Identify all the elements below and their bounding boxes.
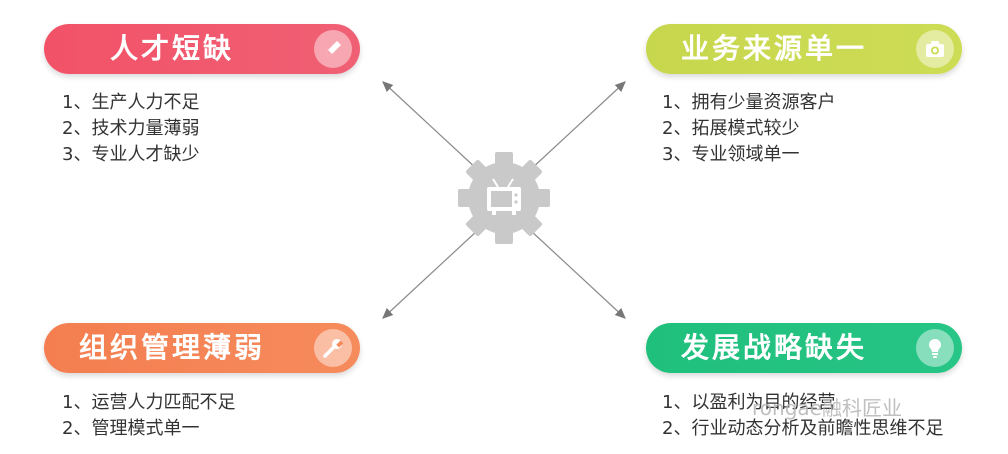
list-item: 1、运营人力匹配不足: [62, 392, 236, 413]
quadrant-items-list: 1、生产人力不足 2、技术力量薄弱 3、专业人才缺少: [62, 90, 199, 168]
quadrant-talent-shortage-header: 人才短缺: [44, 24, 360, 74]
quadrant-title: 组织管理薄弱: [78, 331, 265, 364]
list-item: 1、以盈利为目的经营: [662, 392, 836, 413]
watermark-text: rongae融科匠业: [752, 396, 902, 420]
list-item: 3、专业领域单一: [662, 144, 800, 165]
quadrant-weak-management-header: 组织管理薄弱: [44, 323, 360, 373]
pencil-icon: [314, 30, 352, 68]
camera-icon: [916, 30, 954, 68]
quadrant-items-list: 1、运营人力匹配不足 2、管理模式单一: [62, 390, 235, 442]
quadrant-items-list: 1、拥有少量资源客户 2、拓展模式较少 3、专业领域单一: [662, 90, 835, 168]
arrow-line-bottom-right: [529, 229, 626, 319]
gear-tv-icon: [458, 152, 550, 244]
list-item: 2、拓展模式较少: [662, 118, 800, 139]
wrench-icon: [314, 329, 352, 367]
list-item: 1、拥有少量资源客户: [662, 92, 836, 113]
lightbulb-icon: [916, 329, 954, 367]
quadrant-missing-strategy-header: 发展战略缺失: [646, 323, 962, 373]
arrow-line-top-left: [382, 81, 479, 171]
quadrant-title: 人才短缺: [109, 32, 234, 65]
list-item: 3、专业人才缺少: [62, 144, 200, 165]
arrow-line-top-right: [529, 81, 626, 171]
list-item: 2、行业动态分析及前瞻性思维不足: [662, 418, 944, 439]
list-item: 2、管理模式单一: [62, 418, 200, 439]
quadrant-single-business-source-header: 业务来源单一: [646, 24, 962, 74]
quadrant-title: 业务来源单一: [680, 32, 867, 65]
quadrant-items-list: 1、以盈利为目的经营 2、行业动态分析及前瞻性思维不足: [662, 390, 943, 442]
quadrant-title: 发展战略缺失: [680, 331, 867, 364]
arrow-line-bottom-left: [382, 229, 479, 319]
list-item: 2、技术力量薄弱: [62, 118, 200, 139]
list-item: 1、生产人力不足: [62, 92, 200, 113]
